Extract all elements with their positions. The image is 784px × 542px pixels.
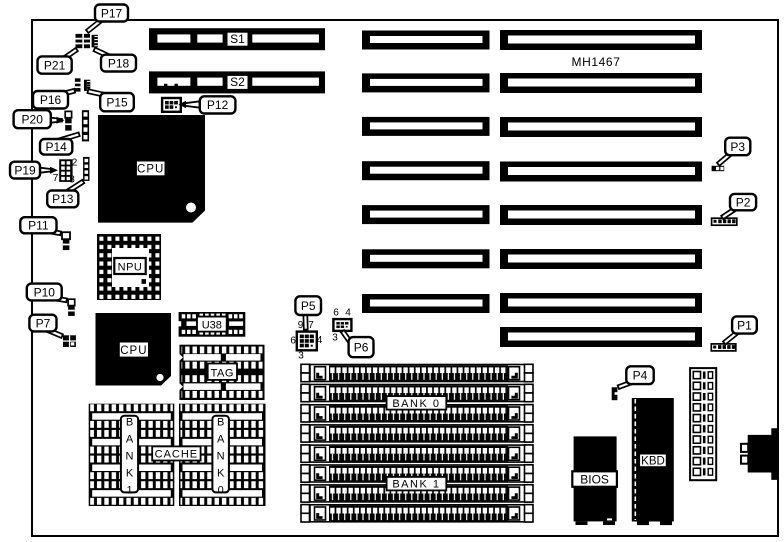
svg-text:B: B bbox=[217, 417, 224, 429]
svg-text:P11: P11 bbox=[28, 219, 49, 233]
svg-text:P12: P12 bbox=[207, 98, 229, 112]
svg-text:7: 7 bbox=[308, 320, 314, 331]
svg-text:A: A bbox=[217, 434, 225, 446]
svg-text:3: 3 bbox=[332, 333, 338, 344]
svg-text:BANK 1: BANK 1 bbox=[392, 479, 440, 491]
svg-text:P3: P3 bbox=[730, 140, 745, 154]
svg-text:9: 9 bbox=[298, 320, 304, 331]
svg-text:P6: P6 bbox=[354, 340, 369, 354]
svg-text:0: 0 bbox=[218, 484, 224, 496]
svg-text:P13: P13 bbox=[52, 192, 74, 206]
svg-text:CPU: CPU bbox=[137, 164, 164, 176]
svg-text:S1: S1 bbox=[230, 32, 245, 46]
svg-text:P10: P10 bbox=[34, 285, 56, 299]
svg-text:N: N bbox=[217, 451, 225, 463]
svg-text:6: 6 bbox=[333, 308, 339, 319]
svg-text:4: 4 bbox=[317, 335, 323, 346]
svg-text:P17: P17 bbox=[101, 6, 123, 20]
svg-text:A: A bbox=[126, 434, 134, 446]
svg-text:TAG: TAG bbox=[211, 367, 234, 379]
svg-text:4: 4 bbox=[345, 308, 351, 319]
svg-text:P1: P1 bbox=[737, 318, 752, 332]
svg-text:2: 2 bbox=[72, 158, 78, 169]
svg-text:P21: P21 bbox=[44, 58, 66, 72]
svg-text:MH1467: MH1467 bbox=[572, 55, 621, 69]
svg-text:3: 3 bbox=[298, 351, 304, 362]
svg-text:S2: S2 bbox=[230, 75, 245, 89]
svg-text:P19: P19 bbox=[14, 163, 36, 177]
svg-text:CACHE: CACHE bbox=[155, 449, 199, 461]
svg-text:K: K bbox=[217, 467, 225, 479]
svg-text:NPU: NPU bbox=[118, 262, 143, 274]
svg-text:BIOS: BIOS bbox=[580, 473, 609, 487]
svg-text:P18: P18 bbox=[108, 56, 130, 70]
svg-text:KBD: KBD bbox=[641, 455, 665, 467]
svg-text:8: 8 bbox=[69, 174, 75, 185]
svg-text:CPU: CPU bbox=[120, 345, 147, 357]
svg-text:U38: U38 bbox=[202, 320, 222, 332]
svg-text:P4: P4 bbox=[633, 369, 648, 383]
svg-text:7: 7 bbox=[53, 173, 59, 184]
svg-text:1: 1 bbox=[126, 484, 132, 496]
svg-text:P20: P20 bbox=[22, 113, 44, 127]
svg-text:B: B bbox=[126, 417, 133, 429]
svg-text:6: 6 bbox=[290, 336, 296, 347]
svg-text:P15: P15 bbox=[106, 95, 128, 109]
svg-text:P7: P7 bbox=[36, 316, 51, 330]
svg-text:BANK 0: BANK 0 bbox=[392, 398, 440, 410]
svg-text:P16: P16 bbox=[40, 93, 62, 107]
svg-text:K: K bbox=[126, 467, 134, 479]
svg-text:P14: P14 bbox=[45, 140, 67, 154]
svg-text:P2: P2 bbox=[736, 195, 751, 209]
svg-text:P5: P5 bbox=[301, 299, 316, 313]
svg-text:N: N bbox=[126, 451, 134, 463]
